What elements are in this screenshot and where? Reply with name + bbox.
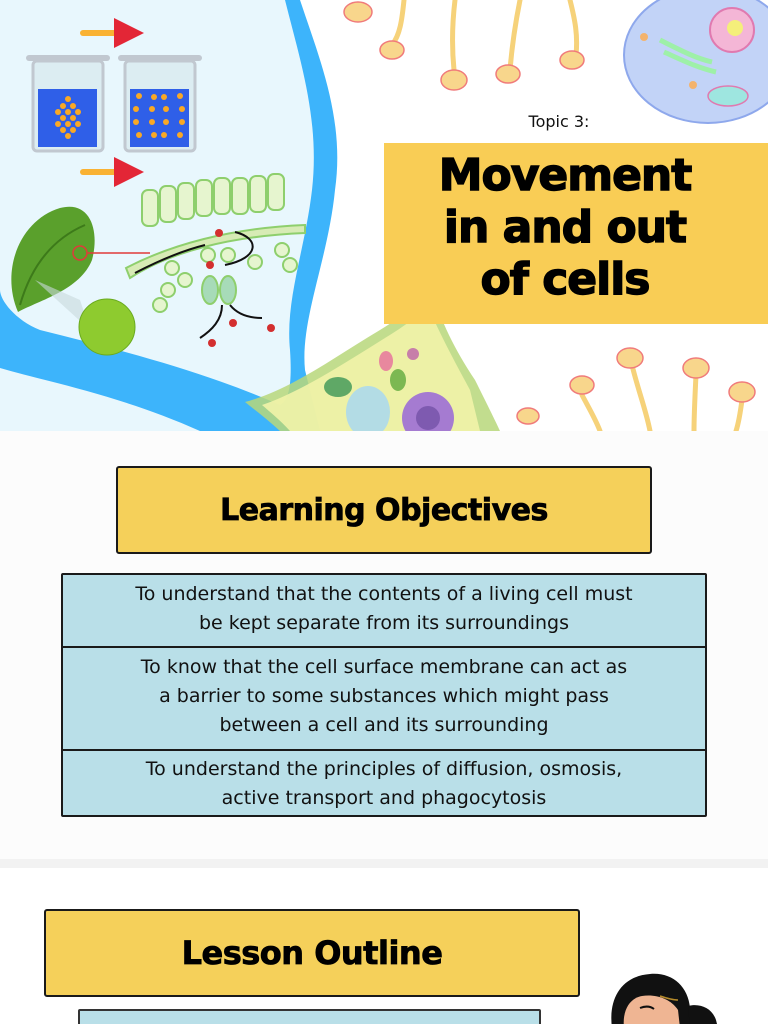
objective-text: between a cell and its surrounding <box>219 714 549 736</box>
objective-text: a barrier to some substances which might… <box>159 685 609 707</box>
objective-row: To understand the principles of diffusio… <box>63 749 705 815</box>
title-line-2: in and out <box>443 201 688 253</box>
diffusion-beakers-icon <box>26 18 202 187</box>
leaf-cross-section-icon <box>124 173 306 313</box>
villi-top-icon <box>389 0 580 73</box>
leaf-icon <box>11 206 150 356</box>
student-character-icon <box>611 973 717 1024</box>
objective-row: To know that the cell surface membrane c… <box>63 646 705 749</box>
plant-cell-icon <box>245 290 500 431</box>
blue-wave-background <box>0 0 768 431</box>
learning-objectives-slide: Learning Objectives To understand that t… <box>0 431 768 859</box>
title-band <box>384 143 768 324</box>
learning-objectives-heading-box: Learning Objectives <box>116 466 652 554</box>
objective-text: active transport and phagocytosis <box>221 787 547 809</box>
learning-objectives-heading: Learning Objectives <box>220 492 549 528</box>
lesson-outline-heading: Lesson Outline <box>181 934 443 973</box>
lesson-outline-heading-box: Lesson Outline <box>44 909 580 997</box>
objectives-table: To understand that the contents of a liv… <box>61 573 707 817</box>
objective-text: To understand that the contents of a liv… <box>135 583 633 605</box>
animal-cell-icon <box>623 0 768 124</box>
objective-text: To understand the principles of diffusio… <box>145 758 623 780</box>
objective-row: To understand that the contents of a liv… <box>63 575 705 646</box>
outline-content-box <box>78 1009 541 1024</box>
title-line-3: of cells <box>480 253 651 305</box>
topic-label: Topic 3: <box>528 112 590 131</box>
objective-text: To know that the cell surface membrane c… <box>140 656 628 678</box>
title-slide: Topic 3: Movement in and out of cells <box>0 0 768 431</box>
lesson-outline-slide: Lesson Outline <box>0 868 768 1024</box>
title-line-1: Movement <box>438 149 693 201</box>
objective-text: be kept separate from its surroundings <box>198 612 570 634</box>
page-title: Movement in and out of cells <box>400 149 730 306</box>
